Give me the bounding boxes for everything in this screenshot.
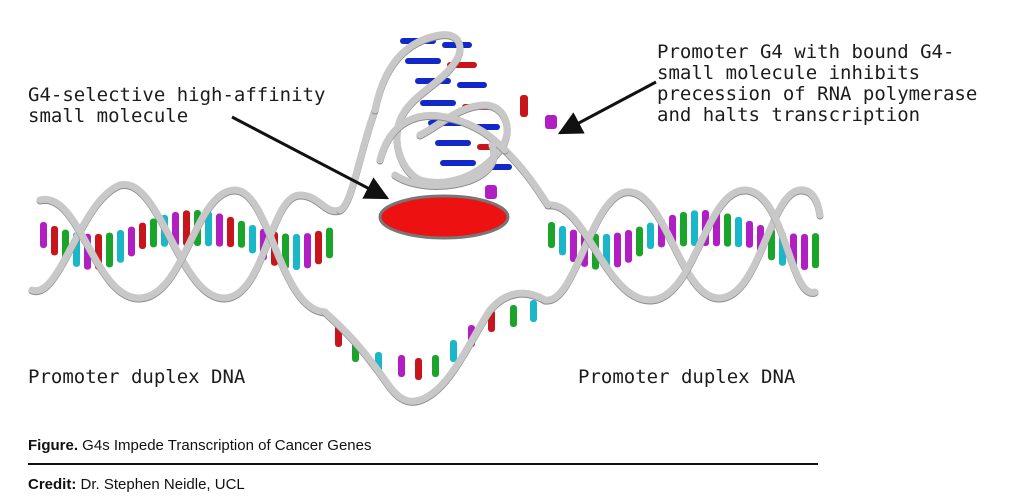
left-duplex-strand-a xyxy=(28,181,344,302)
figure-caption: Figure. G4s Impede Transcription of Canc… xyxy=(28,437,372,454)
figure-caption-prefix: Figure. xyxy=(28,437,79,454)
base-stick xyxy=(735,216,742,248)
base-stick xyxy=(440,160,476,166)
arrow-to-promoter-g4 xyxy=(557,80,657,135)
arrow-to-small-molecule xyxy=(231,115,390,200)
g4-dna-diagram xyxy=(28,31,824,405)
base-stick xyxy=(304,233,311,269)
base-stick xyxy=(293,233,300,270)
base-stick xyxy=(680,212,687,247)
base-stick xyxy=(530,300,537,322)
base-stick xyxy=(691,210,698,247)
base-stick xyxy=(315,230,322,265)
base-stick xyxy=(801,233,808,270)
g4-connector-right xyxy=(501,146,552,209)
base-stick xyxy=(812,233,819,269)
small-molecule-ellipse xyxy=(378,194,510,240)
base-stick xyxy=(548,222,555,248)
caption-divider xyxy=(28,463,818,465)
base-stick xyxy=(398,355,405,377)
base-stick xyxy=(545,115,557,129)
base-stick xyxy=(647,222,654,250)
right-duplex-strand-a xyxy=(541,186,824,304)
g4-connector-left xyxy=(336,106,379,214)
base-stick xyxy=(405,58,441,64)
g4-loop-3 xyxy=(376,111,509,164)
g4-loop-4 xyxy=(391,141,498,189)
base-stick xyxy=(724,213,731,247)
base-stick xyxy=(636,226,643,257)
base-stick xyxy=(249,224,256,254)
base-stick xyxy=(183,210,190,247)
base-stick xyxy=(150,218,157,248)
base-stick xyxy=(326,227,333,259)
dna-backbones xyxy=(28,31,824,405)
base-stick xyxy=(420,100,456,106)
base-stick xyxy=(227,216,234,248)
base-stick xyxy=(614,232,621,268)
base-stick xyxy=(238,220,245,248)
base-stick xyxy=(746,220,753,248)
right-duplex-strand-b xyxy=(544,186,819,304)
g4-loop-1 xyxy=(371,31,464,184)
base-stick xyxy=(559,226,566,256)
figure-caption-text: G4s Impede Transcription of Cancer Genes xyxy=(78,437,372,454)
loop-strand-bottom xyxy=(321,289,549,405)
credit-caption-text: Dr. Stephen Neidle, UCL xyxy=(76,476,245,493)
base-stick xyxy=(485,185,497,199)
duplex-dna-label-left: Promoter duplex DNA xyxy=(28,366,246,388)
credit-caption-prefix: Credit: xyxy=(28,476,77,493)
base-stick xyxy=(40,222,47,248)
base-stick xyxy=(216,213,223,247)
base-stick xyxy=(415,358,422,380)
credit-caption: Credit: Dr. Stephen Neidle, UCL xyxy=(28,476,245,493)
base-stick xyxy=(432,355,439,377)
base-stick xyxy=(570,229,577,262)
base-stick xyxy=(117,230,124,263)
base-stick xyxy=(139,222,146,250)
small-molecule-label: G4-selective high-affinity small molecul… xyxy=(28,84,326,127)
base-stick xyxy=(625,230,632,263)
base-stick xyxy=(51,226,58,256)
left-duplex-strand-b xyxy=(36,186,329,316)
base-stick xyxy=(128,226,135,257)
base-stick xyxy=(457,82,487,88)
base-stick xyxy=(510,305,517,327)
base-stick xyxy=(106,232,113,268)
base-stick xyxy=(205,211,212,247)
promoter-g4-label: Promoter G4 with bound G4- small molecul… xyxy=(657,41,978,126)
base-stick xyxy=(435,140,471,146)
base-stick xyxy=(520,95,528,117)
base-stick xyxy=(450,340,457,362)
duplex-dna-label-right: Promoter duplex DNA xyxy=(578,366,796,388)
